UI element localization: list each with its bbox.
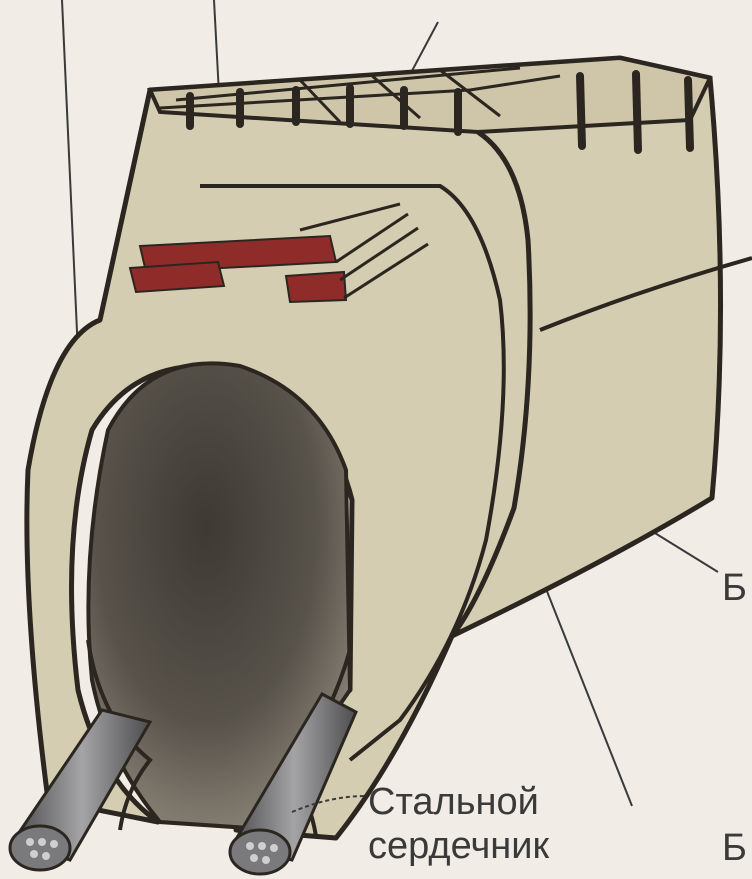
leader-line-bead [650,530,718,572]
steel-core-label-line1: Стальной [368,780,549,824]
right-label-lower: Б [722,826,747,870]
right-label-upper: Б [722,566,747,610]
steel-core-label: Стальной сердечник [368,780,549,868]
steel-core-label-line2: сердечник [368,824,549,868]
